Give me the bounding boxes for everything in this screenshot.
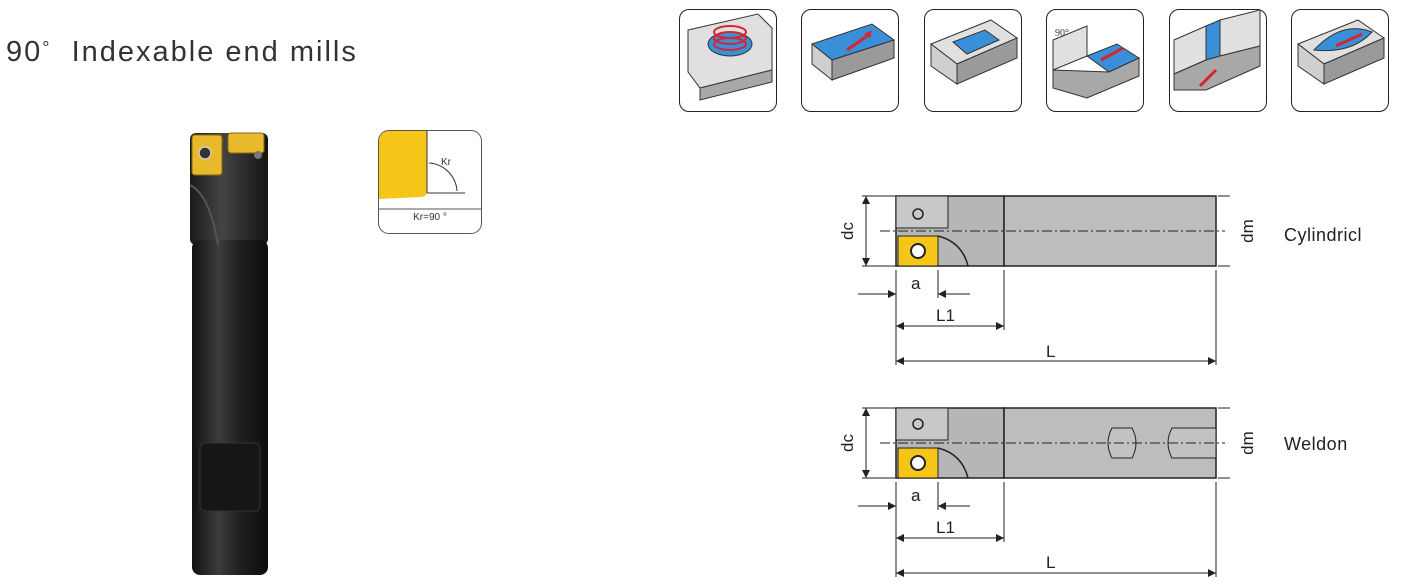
dim-l-2: L: [1046, 553, 1056, 572]
entering-angle-box: Kr Kr=90 °: [378, 130, 482, 234]
drawing-weldon: [858, 407, 1230, 577]
weldon-flat: [199, 442, 261, 512]
dim-dc-1: dc: [837, 222, 857, 240]
page-title: 90° Indexable end mills: [6, 36, 358, 69]
title-degree: °: [42, 38, 52, 58]
tool-shank: [192, 240, 268, 575]
op-face-milling-icon: [801, 9, 899, 112]
title-text: Indexable end mills: [71, 36, 358, 68]
dim-l1-1: L1: [936, 306, 955, 325]
type-label-weldon: Weldon: [1284, 434, 1348, 454]
dim-l1-2: L1: [936, 518, 955, 537]
end-mill-photo: [189, 132, 268, 575]
dim-l-1: L: [1046, 342, 1056, 361]
kr-label: Kr: [441, 157, 451, 168]
op-shoulder-icon: 90°: [1046, 9, 1144, 112]
insert-right: [227, 132, 265, 154]
insert-profile: [379, 131, 427, 199]
dim-dm-1: dm: [1237, 219, 1257, 243]
drawing-cylindrical: [858, 195, 1230, 365]
op-helical-icon: [679, 9, 777, 112]
op-slot-icon: [1169, 9, 1267, 112]
dim-dm-2: dm: [1237, 431, 1257, 455]
title-number: 90: [6, 36, 43, 68]
type-label-cylindrical: Cylindricl: [1284, 225, 1363, 245]
dim-a-2: a: [911, 486, 921, 505]
dim-a-1: a: [911, 274, 921, 293]
op-angle-label: 90°: [1055, 28, 1069, 39]
op-pocket-icon: [924, 9, 1022, 112]
op-contour-icon: [1291, 9, 1389, 112]
dim-dc-2: dc: [837, 434, 857, 452]
kr-caption: Kr=90 °: [413, 212, 447, 223]
